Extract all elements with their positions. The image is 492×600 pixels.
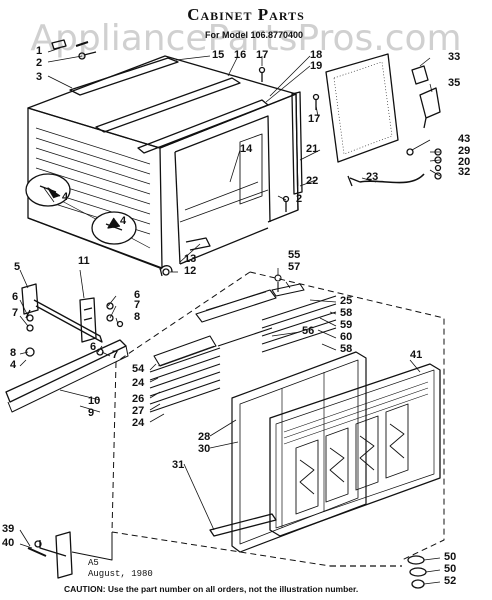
callout-3: 3 <box>36 71 43 83</box>
callout-9: 9 <box>88 407 95 419</box>
callout-32: 32 <box>458 166 471 178</box>
callout-33: 33 <box>448 51 461 63</box>
callout-10: 10 <box>88 395 101 407</box>
callout-43: 43 <box>458 133 471 145</box>
watermark: AppliancePartsPros.com <box>30 18 462 59</box>
callout-35: 35 <box>448 77 461 89</box>
callout-50a: 50 <box>444 551 457 563</box>
front-grille <box>231 351 441 553</box>
callout-26: 26 <box>132 393 145 405</box>
callout-16: 16 <box>234 49 247 61</box>
callout-4c: 4 <box>10 359 17 371</box>
callout-17b: 17 <box>308 113 321 125</box>
callout-21: 21 <box>306 143 319 155</box>
callout-4b: 4 <box>120 215 127 227</box>
callout-39: 39 <box>2 523 15 535</box>
callout-22: 22 <box>306 175 319 187</box>
callout-15: 15 <box>212 49 225 61</box>
callout-50b: 50 <box>444 563 457 575</box>
callout-25: 25 <box>340 295 353 307</box>
callout-18: 18 <box>310 49 323 61</box>
callout-4a: 4 <box>62 191 69 203</box>
base-rail <box>5 283 129 413</box>
callout-54: 54 <box>132 363 145 375</box>
callout-31: 31 <box>172 459 185 471</box>
callout-29: 29 <box>458 145 471 157</box>
callout-57: 57 <box>288 261 301 273</box>
callout-59: 59 <box>340 319 353 331</box>
callout-19: 19 <box>310 60 323 72</box>
callout-30: 30 <box>198 443 211 455</box>
clips-and-screws <box>159 237 211 276</box>
callout-6a: 6 <box>12 291 19 303</box>
louver-parts <box>149 274 337 413</box>
callout-40: 40 <box>2 537 15 549</box>
leader-lines <box>19 47 441 585</box>
callout-8a: 8 <box>134 311 141 323</box>
caution-note: CAUTION: Use the part number on all orde… <box>64 584 359 594</box>
callout-56: 56 <box>302 325 315 337</box>
callout-6b: 6 <box>134 289 141 301</box>
callout-5: 5 <box>14 261 21 273</box>
callout-41: 41 <box>410 349 423 361</box>
callout-58b: 58 <box>340 343 353 355</box>
callout-28: 28 <box>198 431 211 443</box>
front-assembly-outline <box>111 271 445 567</box>
callout-11: 11 <box>78 255 90 267</box>
callout-24a: 24 <box>132 377 145 389</box>
callout-7b: 7 <box>134 299 141 311</box>
control-bracket <box>347 65 442 187</box>
callout-20: 20 <box>458 156 471 168</box>
callout-23: 23 <box>366 171 379 183</box>
callout-55: 55 <box>288 249 301 261</box>
callout-27: 27 <box>132 405 145 417</box>
callout-8b: 8 <box>10 347 17 359</box>
callout-13: 13 <box>184 253 197 265</box>
model-number: For Model 106.8770400 <box>205 30 304 40</box>
callout-12: 12 <box>184 265 197 277</box>
callout-7c: 7 <box>112 349 119 361</box>
callout-6c: 6 <box>90 341 97 353</box>
cabinet-shell <box>25 55 299 277</box>
callout-58a: 58 <box>340 307 353 319</box>
callout-60: 60 <box>340 331 353 343</box>
callout-24b: 24 <box>132 417 145 429</box>
bottom-bar <box>209 513 277 537</box>
footer-code: A5 <box>88 558 99 568</box>
lower-screws <box>27 531 113 579</box>
callout-2b: 2 <box>296 193 303 205</box>
footer-date: August, 1980 <box>88 569 153 579</box>
callout-1: 1 <box>36 45 43 57</box>
filter-panel <box>325 53 399 163</box>
callout-14: 14 <box>240 143 253 155</box>
callout-52: 52 <box>444 575 457 587</box>
screws-top <box>51 39 266 82</box>
page-title: Cabinet Parts <box>187 5 305 24</box>
callout-2: 2 <box>36 57 43 69</box>
callout-17: 17 <box>256 49 269 61</box>
callout-7a: 7 <box>12 307 19 319</box>
